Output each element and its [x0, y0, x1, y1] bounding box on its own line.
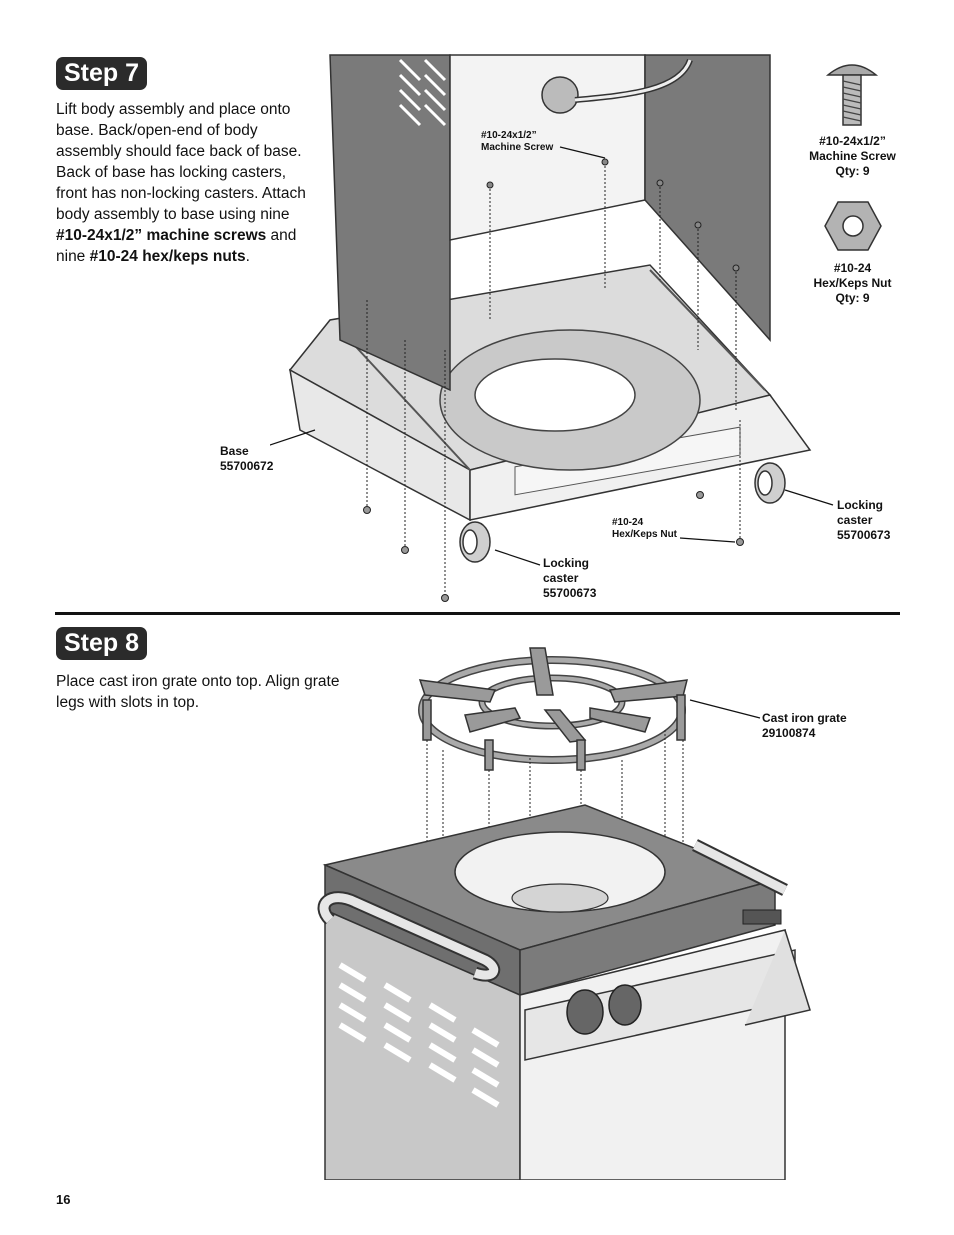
step7-text: nine [56, 248, 90, 265]
regulator [541, 76, 579, 114]
cart-body-left [324, 908, 521, 1180]
leader-grate [689, 699, 761, 719]
callout-nut-diagram: #10-24 Hex/Keps Nut [612, 517, 678, 540]
step8-illustration [317, 647, 811, 1180]
step7-text: . [245, 248, 250, 265]
cast-iron-grate [418, 647, 688, 771]
screw-guide-lines [366, 162, 741, 598]
step7-line: assembly should face back of base. [56, 143, 302, 160]
body-left-panel [329, 54, 451, 392]
locking-caster-left [459, 521, 491, 563]
cart-vents [338, 962, 500, 1108]
callout-grate: Cast iron grate 29100874 [762, 711, 847, 740]
callout-nut-part: #10-24 Hex/Keps Nut Qty: 9 [813, 261, 892, 305]
step7-text: and [266, 227, 297, 244]
screw-spec: #10-24x1/2” machine screws [56, 227, 267, 244]
machine-screw-part [825, 64, 879, 126]
step7-line: nine #10-24 hex/keps nuts. [56, 246, 316, 267]
machine-screws [486, 158, 740, 272]
callout-locking-caster-right: Locking caster 55700673 [837, 498, 891, 542]
cart-top-side [519, 879, 776, 996]
control-knob [608, 984, 642, 1026]
step7-illustration [270, 54, 834, 602]
step8-instructions: Place cast iron grate onto top. Align gr… [56, 671, 356, 713]
page-number: 16 [56, 1192, 71, 1207]
step8-badge: Step 8 [56, 627, 148, 660]
step7-line: front has non-locking casters. Attach [56, 185, 306, 202]
leader-base [270, 429, 316, 446]
step-divider [55, 612, 900, 615]
step7-line: base. Back/open-end of body [56, 122, 258, 139]
leader-caster-right [784, 489, 834, 506]
step7-line: body assembly to base using nine [56, 206, 290, 223]
locking-caster-right [754, 462, 786, 504]
callout-locking-caster-left: Locking caster 55700673 [543, 556, 597, 600]
keps-nuts [363, 491, 744, 602]
keps-nut-part [824, 201, 882, 251]
callout-screw-diagram: #10-24x1/2” Machine Screw [481, 130, 554, 153]
step7-line: #10-24x1/2” machine screws and [56, 225, 316, 246]
control-knob [566, 989, 604, 1035]
side-shelf [744, 929, 811, 1026]
burner [511, 883, 609, 913]
callout-screw-part: #10-24x1/2” Machine Screw Qty: 9 [809, 134, 896, 178]
step7-line: Back of base has locking casters, [56, 164, 287, 181]
nut-spec: #10-24 hex/keps nuts [89, 248, 246, 265]
callout-base: Base 55700672 [220, 444, 274, 473]
step7-instructions: Lift body assembly and place onto base. … [56, 99, 316, 267]
body-vents [398, 58, 447, 127]
base-rail [344, 334, 471, 471]
base-bowl-hole [474, 358, 636, 432]
brand-plate [742, 909, 782, 925]
step7-line: Lift body assembly and place onto [56, 101, 291, 118]
leader-caster-left [494, 549, 541, 566]
step8-line: legs with slots in top. [56, 694, 200, 711]
base-rail [649, 269, 766, 391]
leader-nut [679, 537, 736, 543]
step7-badge: Step 7 [56, 57, 148, 90]
leader-screw [559, 146, 606, 159]
step8-line: Place cast iron grate onto top. Align gr… [56, 673, 340, 690]
